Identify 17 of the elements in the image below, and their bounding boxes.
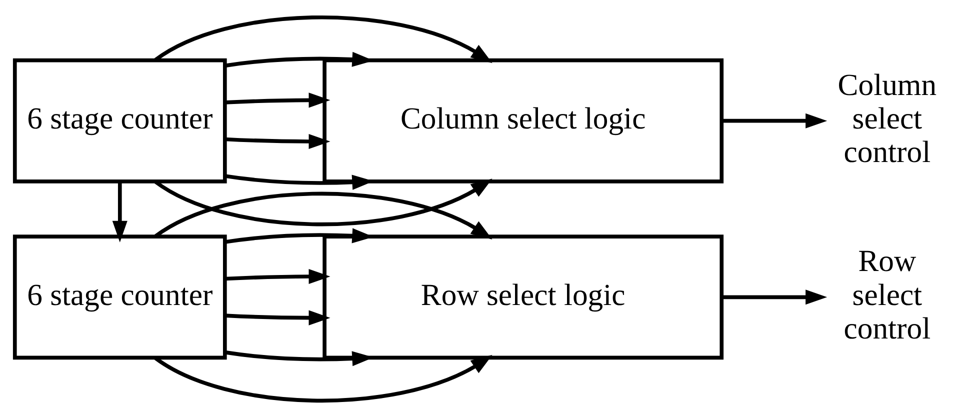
arrow xyxy=(224,268,330,284)
arrow xyxy=(722,289,828,304)
node-box: 6 stage counter xyxy=(12,234,227,360)
arrow xyxy=(154,15,492,63)
node-text: Row select control xyxy=(844,244,931,346)
node-box: Row select logic xyxy=(322,234,724,360)
arrow xyxy=(112,180,128,242)
arrow xyxy=(722,112,828,128)
node-text: Column select control xyxy=(838,67,937,169)
arrow xyxy=(224,310,330,325)
node-box: Column select logic xyxy=(322,58,724,183)
arrow xyxy=(224,133,330,149)
arrow xyxy=(154,354,492,402)
node-box: 6 stage counter xyxy=(12,58,227,183)
arrow xyxy=(224,92,330,108)
arrow xyxy=(154,178,492,226)
arrow xyxy=(154,191,492,239)
